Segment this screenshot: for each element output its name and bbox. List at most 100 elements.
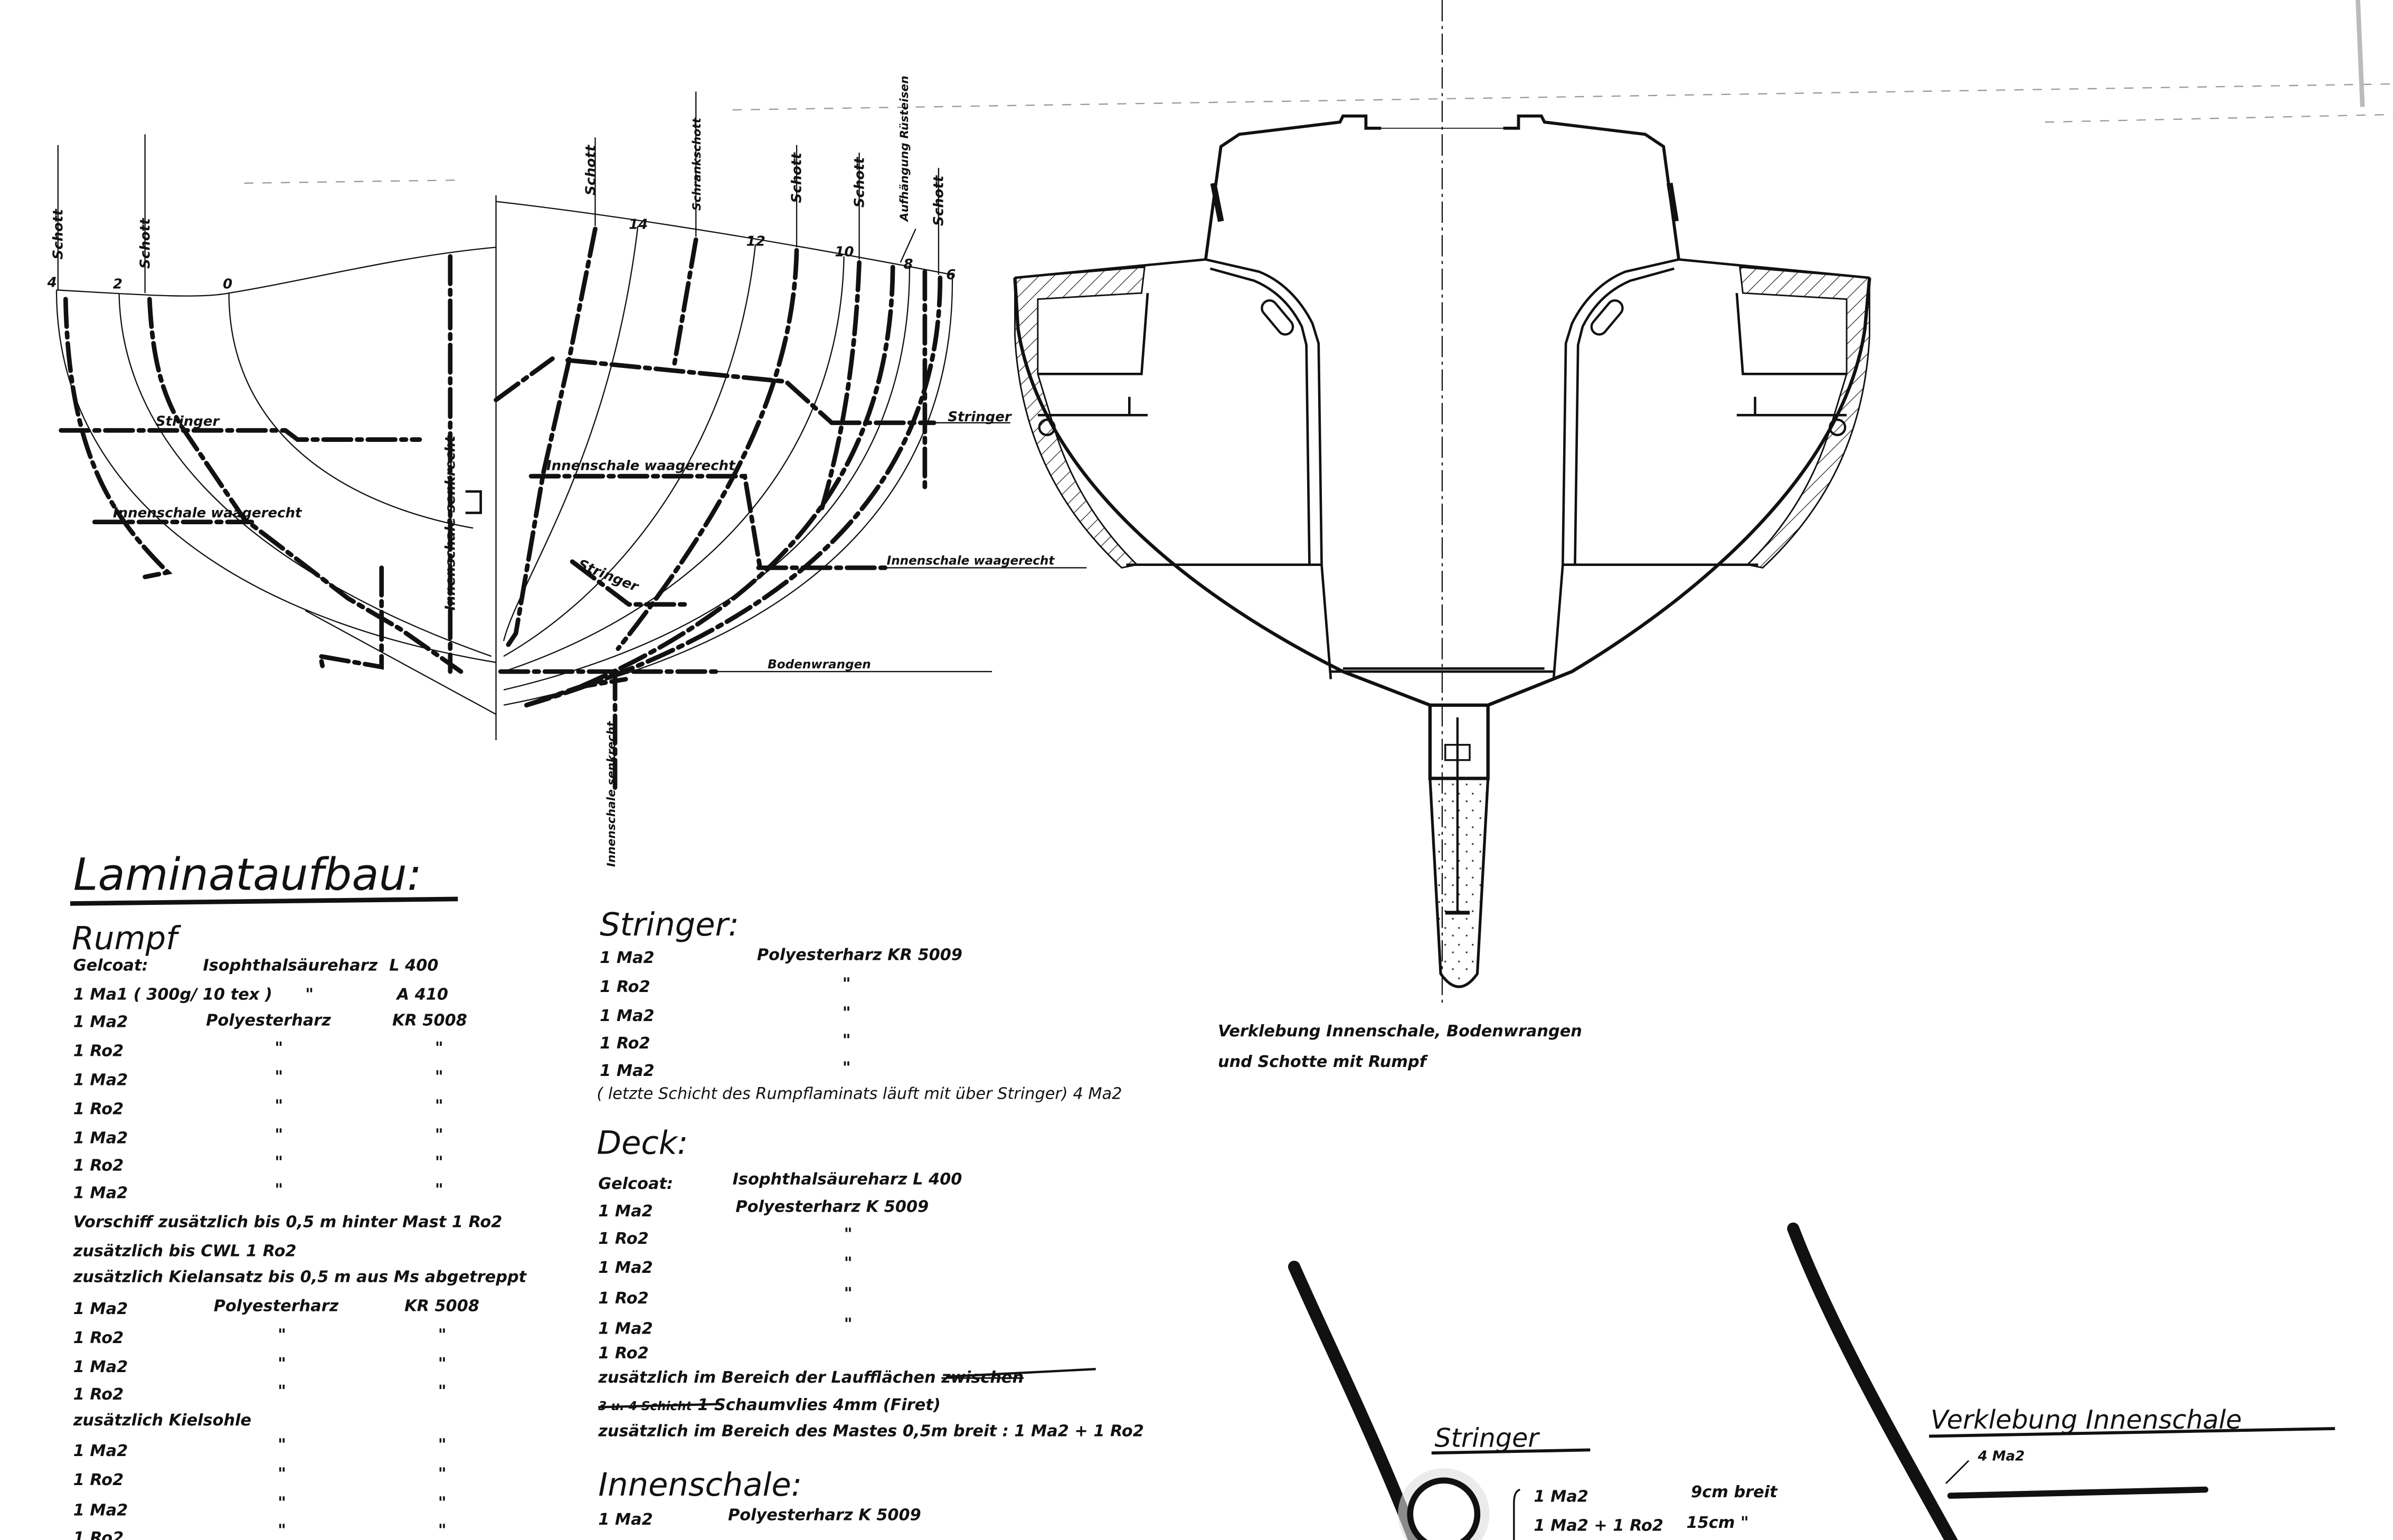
detail-sketches [1288, 1222, 2209, 1540]
section-note: und Schotte mit Rumpf [1218, 1053, 1429, 1071]
note: ( letzte Schicht des Rumpflaminats läuft… [597, 1084, 1122, 1103]
resin: " [844, 1254, 853, 1272]
layer: 1 Ro2 [598, 1344, 649, 1363]
station-label: Schott [789, 152, 805, 203]
layer: 1 Ma2 [73, 1013, 128, 1032]
layer: 1 Ma2 [73, 1071, 128, 1089]
layer: 1 Ro2 [73, 1100, 124, 1118]
body-plan [55, 91, 1087, 796]
resin-type: " [438, 1382, 447, 1401]
resin: Isophthalsäureharz [203, 957, 377, 975]
resin: " [278, 1494, 286, 1512]
resin-type: " [438, 1494, 447, 1512]
layer: 1 Ma2 [73, 1501, 128, 1520]
station-number: 10 [835, 244, 854, 260]
section-note: Verklebung Innenschale, Bodenwrangen [1218, 1022, 1582, 1041]
layer: 1 Ro2 [600, 1034, 650, 1053]
deck-heading: Deck: [597, 1125, 688, 1162]
layer: 1 Ma2 [73, 1300, 128, 1318]
resin: " [844, 1284, 853, 1303]
note: zusätzlich bis CWL 1 Ro2 [73, 1242, 297, 1260]
layer: 1 Ma2 [600, 1062, 654, 1080]
layer: 1 Ro2 [73, 1529, 124, 1540]
innenschale-label: Innenschale waagerecht [887, 554, 1055, 568]
note: 3 u. 4 Schicht 1 Schaumvlies 4mm (Firet) [598, 1396, 940, 1414]
resin: " [275, 1154, 283, 1172]
detail-stringer-heading: Stringer [1434, 1423, 1540, 1453]
resin-type: " [438, 1355, 447, 1373]
layer: 1 Ro2 [598, 1289, 649, 1308]
resin: Isophthalsäureharz L 400 [733, 1170, 962, 1188]
station-number: 0 [223, 276, 232, 292]
station-number: 8 [903, 257, 913, 272]
resin: " [844, 1315, 853, 1334]
layer: 1 Ro2 [600, 978, 650, 996]
station-label: Schott [931, 175, 947, 226]
resin-type: KR 5008 [392, 1012, 467, 1030]
resin: " [278, 1382, 286, 1401]
layer: 1 Ro2 [73, 1156, 124, 1175]
deck-rows: Gelcoat: Isophthalsäureharz L 400 1 Ma2 … [598, 1170, 1144, 1440]
innenschale-heading: Innenschale: [598, 1467, 802, 1504]
innenschale-label: Innenschale waagerecht [113, 505, 302, 521]
resin-type: " [435, 1126, 443, 1145]
resin-type: " [438, 1326, 447, 1344]
resin-type: " [435, 1154, 443, 1172]
layer: 1 Ma2 [600, 1007, 654, 1025]
resin: " [278, 1435, 286, 1454]
laminate-title: Laminataufbau: [73, 848, 422, 900]
hull-outline-left [55, 290, 496, 663]
stringer-heading: Stringer: [600, 906, 739, 943]
detail-layer: 1 Ma2 [1534, 1488, 1588, 1506]
layer: 1 Ro2 [73, 1329, 124, 1347]
detail-layer: 1 Ma2 + 1 Ro2 [1534, 1517, 1663, 1535]
detail-callout: 4 Ma2 [1978, 1449, 2025, 1465]
resin-type: KR 5008 [404, 1297, 479, 1315]
rumpf-rows: Gelcoat: Isophthalsäureharz L 400 1 Ma1 … [73, 957, 527, 1540]
stringer-label: Stringer [156, 414, 221, 430]
resin-type: " [438, 1521, 447, 1539]
innenschale-senkrecht-label: Innenschale senkrecht [443, 435, 459, 611]
sheer-line-right [496, 201, 953, 276]
resin: " [275, 1068, 283, 1086]
detail-width: 15cm " [1686, 1514, 1748, 1532]
layer: 1 Ma2 [73, 1358, 128, 1376]
resin: " [275, 1181, 283, 1199]
note: zusätzlich im Bereich des Mastes 0,5m br… [598, 1422, 1144, 1440]
resin: " [275, 1126, 283, 1145]
resin: Polyesterharz K 5009 [735, 1197, 929, 1216]
resin-type: " [438, 1435, 447, 1454]
note-text: zusätzlich im Bereich der Laufflächen [598, 1368, 935, 1387]
resin: " [278, 1355, 286, 1373]
scan-artifacts [244, 0, 2393, 184]
layer: 1 Ma2 [73, 1129, 128, 1147]
resin: Polyesterharz [214, 1297, 339, 1315]
layer: Gelcoat: [73, 957, 148, 975]
note: Vorschiff zusätzlich bis 0,5 m hinter Ma… [73, 1213, 503, 1231]
layer: 1 Ma2 [600, 949, 654, 967]
resin: " [843, 1059, 851, 1077]
resin: " [844, 1225, 853, 1243]
resin: " [278, 1465, 286, 1483]
hull-outline-right [503, 275, 953, 706]
bodenwrangen-label: Bodenwrangen [768, 658, 871, 672]
innenschale-senkrecht-label: Innenschale senkrecht [605, 720, 618, 867]
layer: 1 Ro2 [73, 1385, 124, 1404]
resin: " [275, 1097, 283, 1116]
resin-type: " [435, 1097, 443, 1116]
station-number: 2 [113, 276, 122, 292]
layer: 1 Ma2 [598, 1202, 652, 1221]
layer: 1 Ma2 [598, 1320, 652, 1338]
resin: " [843, 975, 851, 993]
station-label: Schott [51, 209, 67, 260]
layer: 1 Ma2 [598, 1259, 652, 1277]
station-label: Schott [137, 218, 153, 269]
resin-type: " [435, 1181, 443, 1199]
note: zusätzlich Kielsohle [73, 1411, 251, 1430]
layer: Gelcoat: [598, 1175, 673, 1193]
resin-type: L 400 [389, 957, 438, 975]
layer: 1 Ro2 [598, 1230, 649, 1248]
resin: Polyesterharz [206, 1012, 331, 1030]
layer: 1 Ma2 [598, 1510, 652, 1529]
